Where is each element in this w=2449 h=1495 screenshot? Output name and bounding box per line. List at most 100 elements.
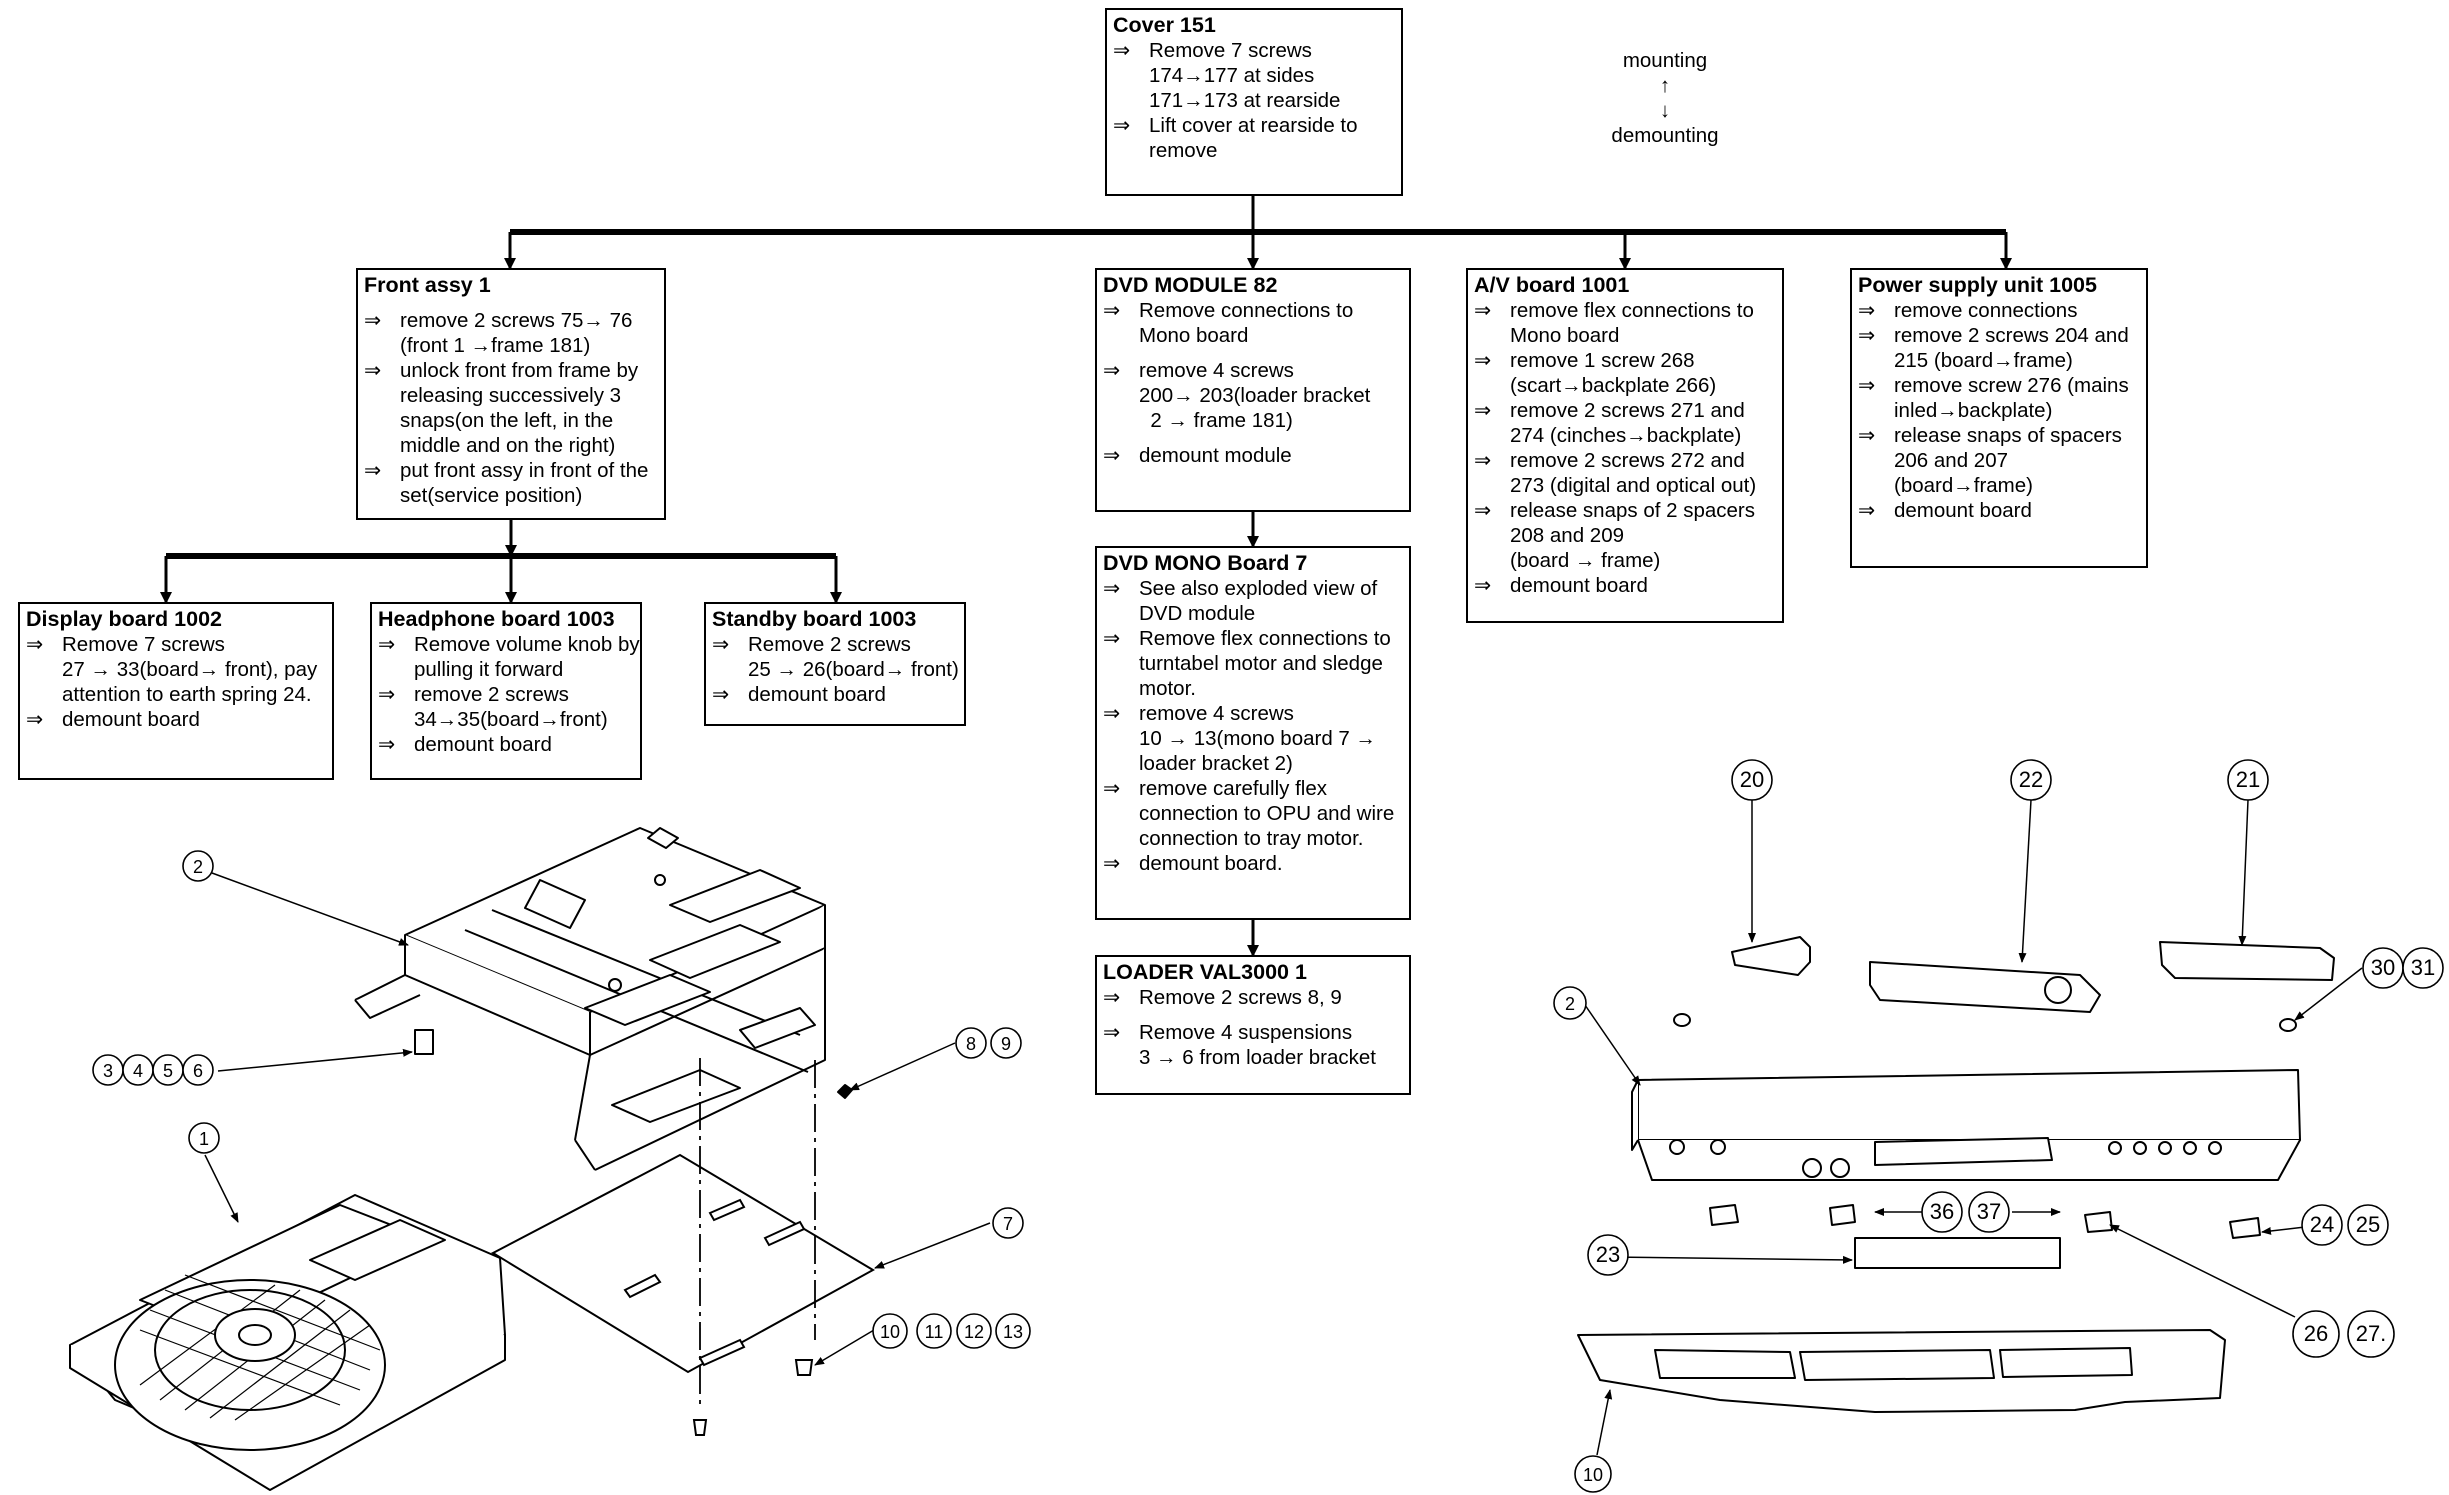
step-arrow-icon: ⇒ (1103, 298, 1139, 348)
callout-left-11: 11 (917, 1314, 951, 1348)
svg-text:8: 8 (966, 1034, 976, 1054)
mounting-legend: mounting ↑ ↓ demounting (1590, 48, 1740, 148)
svg-text:37: 37 (1977, 1199, 2001, 1224)
step-arrow-icon: ⇒ (26, 707, 62, 732)
step-text: demount board (748, 682, 958, 707)
step-arrow-icon: ⇒ (1858, 423, 1894, 498)
svg-text:31: 31 (2411, 955, 2435, 980)
step-text: Lift cover at rearside to remove (1149, 113, 1395, 163)
step-arrow-icon: ⇒ (378, 732, 414, 757)
step-text: demount board (414, 732, 634, 757)
step-arrow-icon: ⇒ (1103, 358, 1139, 433)
step-arrow-icon: ⇒ (1103, 701, 1139, 776)
step-text: Remove 2 screws 25 → 26(board→ front) (748, 632, 959, 682)
step-arrow-icon: ⇒ (1474, 348, 1510, 398)
step-text: remove 2 screws 204 and 215 (board→frame… (1894, 323, 2140, 373)
box-title: LOADER VAL3000 1 (1103, 960, 1403, 985)
loader-tray-drawing (70, 1195, 505, 1490)
step-arrow-icon: ⇒ (712, 632, 748, 682)
svg-text:7: 7 (1003, 1214, 1013, 1234)
callout-left-8: 8 (956, 1028, 986, 1058)
step-arrow-icon: ⇒ (378, 632, 414, 682)
step-arrow-icon: ⇒ (1103, 776, 1139, 851)
step-arrow-icon: ⇒ (1474, 498, 1510, 573)
svg-text:13: 13 (1003, 1322, 1023, 1342)
step-text: remove 2 screws 75→ 76 (front 1 →frame 1… (400, 308, 658, 358)
svg-text:6: 6 (193, 1061, 203, 1081)
callout-right-21: 21 (2228, 760, 2268, 800)
callout-right-37: 37 (1969, 1192, 2009, 1232)
step-text: Remove 7 screws 27 → 33(board→ front), p… (62, 632, 326, 707)
box-dvd-mono-board-7: DVD MONO Board 7 ⇒See also exploded view… (1095, 546, 1411, 920)
step-text: 171→173 at rearside (1149, 88, 1395, 113)
box-av-board-1001: A/V board 1001 ⇒remove flex connections … (1466, 268, 1784, 623)
step-arrow-icon: ⇒ (1113, 38, 1149, 63)
svg-text:1: 1 (199, 1129, 209, 1149)
box-title: Front assy 1 (364, 273, 658, 298)
step-text: demount board (1894, 498, 2140, 523)
svg-text:2: 2 (193, 857, 203, 877)
step-text: 174→177 at sides (1149, 63, 1395, 88)
step-text: remove 4 screws 200→ 203(loader bracket … (1139, 358, 1403, 433)
step-text: unlock front from frame by releasing suc… (400, 358, 658, 458)
step-arrow-icon: ⇒ (1474, 448, 1510, 498)
svg-text:20: 20 (1740, 767, 1764, 792)
step-text: remove 4 screws 10 → 13(mono board 7 → l… (1139, 701, 1403, 776)
mounting-label: mounting (1590, 48, 1740, 73)
callout-left-13: 13 (996, 1314, 1030, 1348)
step-arrow-icon (1113, 88, 1149, 113)
box-title: DVD MONO Board 7 (1103, 551, 1403, 576)
arrow-up-icon: ↑ (1590, 73, 1740, 98)
step-text: release snaps of 2 spacers 208 and 209 (… (1510, 498, 1776, 573)
callout-right-30: 30 (2363, 948, 2403, 988)
svg-text:22: 22 (2019, 767, 2043, 792)
svg-text:30: 30 (2371, 955, 2395, 980)
box-headphone-board-1003: Headphone board 1003 ⇒Remove volume knob… (370, 602, 642, 780)
callout-right-10: 10 (1575, 1456, 1611, 1492)
step-arrow-icon: ⇒ (1858, 298, 1894, 323)
box-standby-board-1003: Standby board 1003 ⇒Remove 2 screws 25 →… (704, 602, 966, 726)
svg-text:21: 21 (2236, 767, 2260, 792)
step-text: Remove 7 screws (1149, 38, 1395, 63)
step-text: remove 1 screw 268 (scart→backplate 266) (1510, 348, 1776, 398)
callout-right-25: 25 (2348, 1205, 2388, 1245)
step-arrow-icon: ⇒ (1103, 626, 1139, 701)
callout-right-26: 26 (2293, 1311, 2339, 1357)
step-text: put front assy in front of the set(servi… (400, 458, 658, 508)
step-text: demount board (62, 707, 326, 732)
step-text: remove 2 screws 271 and 274 (cinches→bac… (1510, 398, 1776, 448)
box-title: DVD MODULE 82 (1103, 273, 1403, 298)
arrow-down-icon: ↓ (1590, 98, 1740, 123)
step-text: demount module (1139, 443, 1403, 468)
box-title: Standby board 1003 (712, 607, 958, 632)
callout-right-27: 27. (2348, 1311, 2394, 1357)
step-text: See also exploded view of DVD module (1139, 576, 1403, 626)
step-arrow-icon: ⇒ (1474, 398, 1510, 448)
box-title: Headphone board 1003 (378, 607, 634, 632)
svg-text:26: 26 (2304, 1321, 2328, 1346)
step-arrow-icon: ⇒ (1858, 373, 1894, 423)
callout-right-22: 22 (2011, 760, 2051, 800)
callout-right-36: 36 (1922, 1192, 1962, 1232)
callout-left-9: 9 (991, 1028, 1021, 1058)
box-front-assy-1: Front assy 1 ⇒ remove 2 screws 75→ 76 (fr… (356, 268, 666, 520)
step-arrow-icon: ⇒ (1474, 573, 1510, 598)
front-panel-drawing (1578, 937, 2334, 1412)
callout-left-3: 3 (93, 1055, 123, 1085)
step-arrow-icon: ⇒ (364, 458, 400, 508)
callout-left-10: 10 (873, 1314, 907, 1348)
loader-bracket-drawing (355, 828, 852, 1170)
step-text: remove 2 screws 34→35(board→front) (414, 682, 634, 732)
svg-text:36: 36 (1930, 1199, 1954, 1224)
step-arrow-icon: ⇒ (1103, 576, 1139, 626)
step-arrow-icon: ⇒ (1474, 298, 1510, 348)
step-text: Remove volume knob by pulling it forward (414, 632, 640, 682)
svg-text:23: 23 (1596, 1242, 1620, 1267)
step-arrow-icon: ⇒ (1103, 985, 1139, 1010)
callout-left-2: 2 (183, 851, 213, 881)
svg-text:9: 9 (1001, 1034, 1011, 1054)
step-text: release snaps of spacers 206 and 207 (bo… (1894, 423, 2140, 498)
svg-text:4: 4 (133, 1061, 143, 1081)
box-title: A/V board 1001 (1474, 273, 1776, 298)
callout-left-7: 7 (993, 1208, 1023, 1238)
